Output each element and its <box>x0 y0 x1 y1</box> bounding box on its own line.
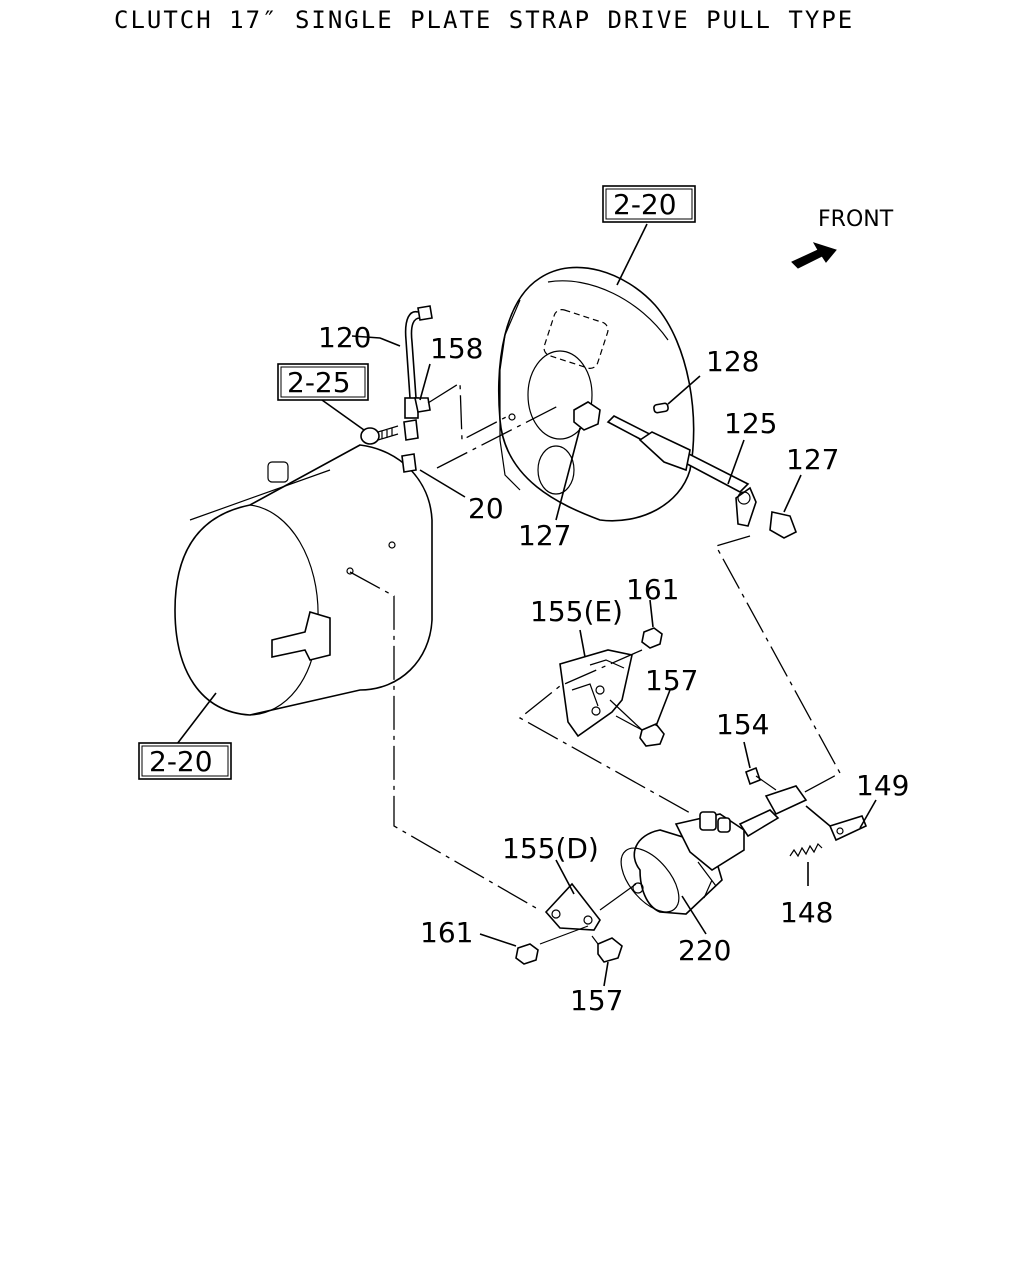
bracket-155e <box>559 649 633 738</box>
fitting-upper <box>403 419 419 441</box>
ref-label-transmission: 2-20 <box>149 745 213 778</box>
hose-120 <box>404 305 433 419</box>
bolt-157-upper <box>615 715 665 747</box>
spring-148 <box>789 842 823 858</box>
bolt-2-25 <box>360 425 399 445</box>
callout-148: 148 <box>780 896 833 929</box>
callout-20: 20 <box>468 492 504 525</box>
fitting-20 <box>401 453 417 473</box>
callout-161-lower: 161 <box>420 916 473 949</box>
callout-125: 125 <box>724 407 777 440</box>
ref-box-flywheel-housing[interactable] <box>602 185 696 223</box>
nut-161-lower <box>515 943 539 965</box>
ref-box-bolt[interactable] <box>277 363 369 401</box>
callout-157-lower: 157 <box>570 984 623 1017</box>
callout-154: 154 <box>716 708 769 741</box>
callout-161-upper: 161 <box>626 573 679 606</box>
callout-149: 149 <box>856 769 909 802</box>
callout-220: 220 <box>678 934 731 967</box>
clip-158 <box>414 397 431 413</box>
callout-127-rear: 127 <box>786 443 839 476</box>
callout-127-front: 127 <box>518 519 571 552</box>
bolt-154 <box>745 766 777 791</box>
callout-155d: 155(D) <box>502 832 599 865</box>
transmission-case <box>174 444 433 716</box>
ref-box-transmission[interactable] <box>138 742 232 780</box>
bolt-157-lower <box>591 935 623 963</box>
key-128 <box>653 402 669 414</box>
callout-128: 128 <box>706 345 759 378</box>
callout-155e: 155(E) <box>530 595 623 628</box>
ref-label-flywheel-housing: 2-20 <box>613 188 677 221</box>
shaft-125 <box>606 415 757 527</box>
bush-127-front <box>573 401 601 431</box>
callout-120: 120 <box>318 321 371 354</box>
bush-127-rear <box>769 511 798 539</box>
callout-158: 158 <box>430 332 483 365</box>
flywheel-housing <box>497 266 695 522</box>
callout-157-upper: 157 <box>645 664 698 697</box>
clutch-servo-220 <box>620 785 808 915</box>
diagram-title: CLUTCH 17″ SINGLE PLATE STRAP DRIVE PULL… <box>114 6 855 34</box>
ref-label-bolt: 2-25 <box>287 366 351 399</box>
front-arrow-icon <box>791 242 837 269</box>
lever-149 <box>828 815 868 842</box>
front-label: FRONT <box>818 207 894 232</box>
nut-161-upper <box>641 627 663 649</box>
bracket-155d <box>544 882 601 931</box>
